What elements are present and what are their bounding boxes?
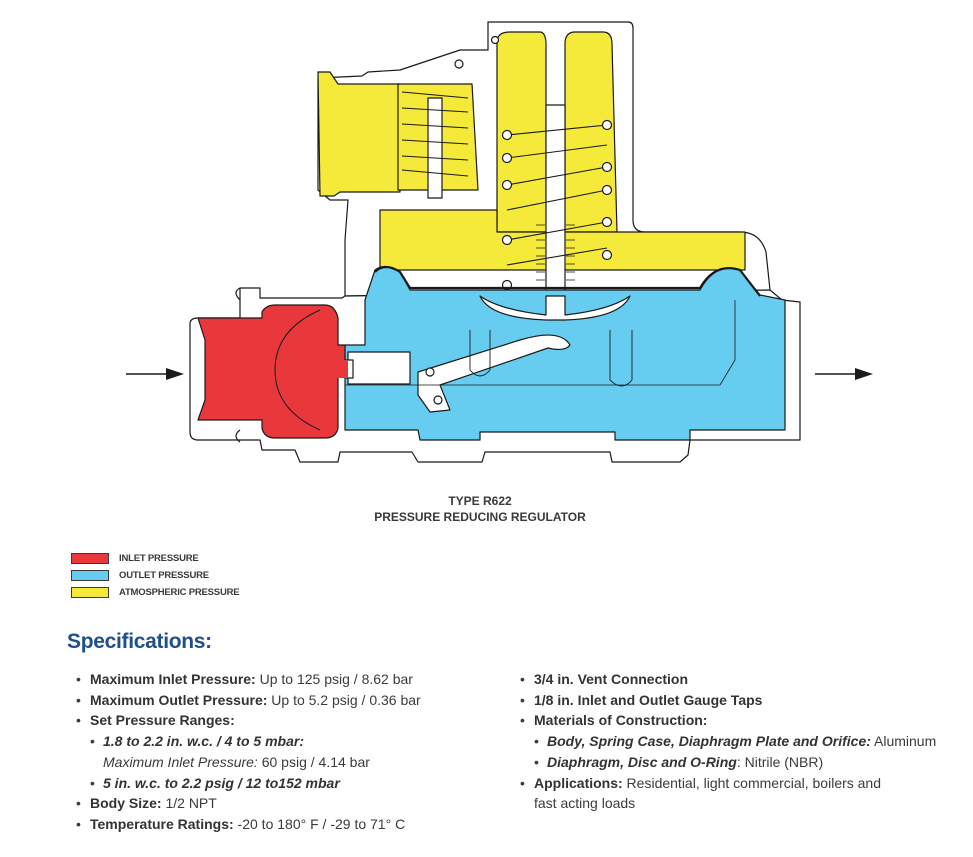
- diaphragm: [374, 265, 761, 297]
- lever-pivot: [425, 367, 435, 377]
- inlet-diaphragm: [274, 309, 321, 431]
- spec-note-label: Maximum Inlet Pressure:: [103, 753, 258, 770]
- spec-note-value: 60 psig / 4.14 bar: [257, 753, 370, 770]
- lever: [417, 334, 571, 413]
- spec-label: Applications:: [534, 774, 623, 791]
- pressure-legend: INLET PRESSURE OUTLET PRESSURE ATMOSPHER…: [71, 550, 240, 601]
- main-spring: [506, 124, 608, 266]
- spec-item: • Applications: Residential, light commer…: [520, 773, 920, 794]
- spec-label: 3/4 in. Vent Connection: [534, 671, 689, 687]
- bullet: •: [76, 795, 81, 812]
- legend-swatch-atmospheric: [71, 587, 109, 598]
- spring-coil-ends: [501, 119, 613, 291]
- spec-value: Up to 5.2 psig / 0.36 bar: [267, 691, 421, 708]
- spec-subitem: • Body, Spring Case, Diaphragm Plate and …: [520, 731, 936, 752]
- orifice: [347, 351, 411, 385]
- bullet: •: [520, 671, 525, 687]
- bullet: •: [520, 691, 525, 708]
- main-spring-chamber: [496, 31, 618, 233]
- spec-label: Body Size:: [90, 795, 162, 812]
- diagram-caption-name: PRESSURE REDUCING REGULATOR: [374, 510, 586, 524]
- spec-sublabel: 1.8 to 2.2 in. w.c. / 4 to 5 mbar:: [103, 733, 304, 750]
- spec-sublabel: 5 in. w.c. to 2.2 psig / 12 to152 mbar: [103, 774, 340, 791]
- spec-subitem: • 1.8 to 2.2 in. w.c. / 4 to 5 mbar:: [76, 731, 496, 752]
- bullet: •: [90, 774, 95, 791]
- legend-swatch-inlet: [71, 553, 109, 564]
- spec-label: 1/8 in. Inlet and Outlet Gauge Taps: [534, 691, 763, 708]
- spec-item: • Maximum Inlet Pressure: Up to 125 psig …: [76, 669, 496, 690]
- legend-item-outlet: OUTLET PRESSURE: [71, 567, 239, 584]
- relief-stem: [427, 97, 443, 199]
- spec-label: Set Pressure Ranges:: [90, 712, 235, 729]
- spec-value: Aluminum: [870, 733, 937, 750]
- specs-right-column: • 3/4 in. Vent Connection • 1/8 in. Inlet …: [520, 669, 936, 814]
- outlet-flow-arrow: [815, 368, 873, 380]
- bullet: •: [76, 691, 81, 708]
- stem-spring: [536, 224, 575, 281]
- spec-continuation: fast acting loads: [534, 795, 636, 812]
- spec-value: -20 to 180° F / -29 to 71° C: [233, 815, 406, 832]
- arrow-right-icon: [855, 368, 873, 380]
- legend-label: ATMOSPHERIC PRESSURE: [119, 587, 240, 598]
- legend-label: OUTLET PRESSURE: [119, 570, 209, 581]
- bullet: •: [534, 733, 539, 750]
- legend-item-inlet: INLET PRESSURE: [71, 550, 239, 567]
- legend-swatch-outlet: [71, 570, 109, 581]
- spec-item: • Body Size: 1/2 NPT: [76, 793, 496, 814]
- spec-label: Maximum Outlet Pressure:: [90, 691, 268, 708]
- spec-value: : Nitrile (NBR): [736, 753, 824, 770]
- spec-value: Up to 125 psig / 8.62 bar: [255, 671, 413, 687]
- spec-item: • 3/4 in. Vent Connection: [520, 669, 920, 690]
- relief-spring: [401, 91, 469, 177]
- bullet: •: [520, 774, 525, 791]
- inlet-nozzle: [320, 360, 348, 378]
- legend-item-atmospheric: ATMOSPHERIC PRESSURE: [71, 584, 240, 601]
- bullet: •: [90, 733, 95, 750]
- diaphragm-yoke: [479, 295, 631, 321]
- spec-value: 1/2 NPT: [161, 795, 217, 812]
- spec-item: • 1/8 in. Inlet and Outlet Gauge Taps: [520, 690, 920, 711]
- spec-sublabel: Body, Spring Case, Diaphragm Plate and O…: [547, 733, 871, 750]
- spec-label: Materials of Construction:: [534, 712, 708, 729]
- bullet: •: [520, 712, 525, 729]
- spec-item: • Temperature Ratings: -20 to 180° F / -2…: [76, 814, 496, 835]
- hanger-loop: [609, 330, 633, 387]
- lever-pin: [433, 395, 443, 405]
- specifications-heading: Specifications:: [67, 630, 212, 653]
- spec-subitem: • 5 in. w.c. to 2.2 psig / 12 to152 mbar: [76, 773, 496, 794]
- spec-item: • Maximum Outlet Pressure: Up to 5.2 psig…: [76, 690, 496, 711]
- inlet-flow-arrow: [126, 368, 184, 380]
- arrow-right-icon: [166, 368, 184, 380]
- bullet: •: [534, 753, 539, 770]
- regulator-cross-section-diagram: [126, 21, 873, 463]
- outlet-chamber: [344, 265, 786, 441]
- spec-item: • Materials of Construction:: [520, 710, 920, 731]
- spec-item: • Set Pressure Ranges:: [76, 710, 496, 731]
- legend-label: INLET PRESSURE: [119, 553, 199, 564]
- diagram-caption-type: TYPE R622: [448, 494, 512, 508]
- spec-sublabel: Diaphragm, Disc and O-Ring: [547, 753, 737, 770]
- spec-subitem: • Diaphragm, Disc and O-Ring: Nitrile (NB…: [520, 752, 920, 773]
- spec-value: Residential, light commercial, boilers a…: [622, 774, 882, 791]
- spec-note: Maximum Inlet Pressure: 60 psig / 4.14 b…: [76, 752, 496, 773]
- spec-label: Temperature Ratings:: [90, 815, 234, 832]
- vent-chamber: [317, 71, 401, 197]
- bullet: •: [76, 671, 81, 687]
- bullet: •: [76, 712, 81, 729]
- specs-left-column: • Maximum Inlet Pressure: Up to 125 psig …: [76, 669, 496, 835]
- spec-label: Maximum Inlet Pressure:: [90, 671, 256, 687]
- bullet: •: [76, 815, 81, 832]
- hanger-loop: [469, 330, 491, 377]
